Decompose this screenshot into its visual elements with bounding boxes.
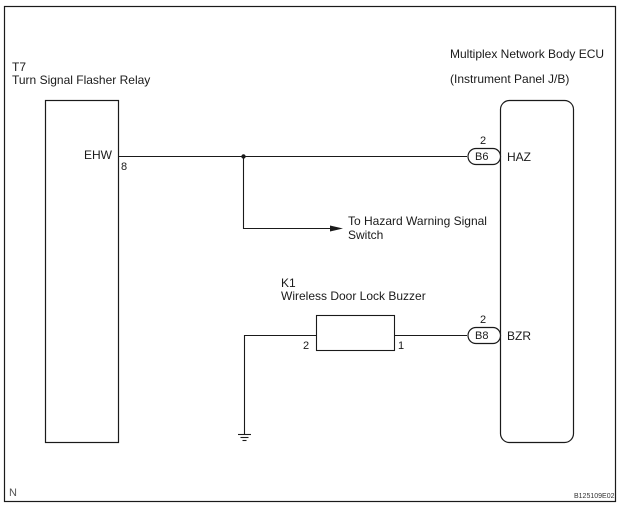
b6-connector-label: B6 bbox=[475, 151, 489, 163]
diagram-frame bbox=[3, 5, 617, 503]
bzr-terminal: BZR bbox=[507, 329, 531, 343]
b8-connector-label: B8 bbox=[475, 330, 489, 342]
wire-branch-hazard-switch bbox=[242, 156, 333, 230]
ground-icon bbox=[238, 433, 251, 442]
relay-box bbox=[44, 99, 120, 444]
branch-label-line1: To Hazard Warning Signal bbox=[348, 214, 487, 228]
connector-b6 bbox=[467, 147, 502, 166]
ecu-subtitle: (Instrument Panel J/B) bbox=[450, 72, 570, 86]
buzzer-pin-left: 2 bbox=[303, 340, 310, 352]
relay-name: Turn Signal Flasher Relay bbox=[12, 73, 151, 87]
ecu-name: Multiplex Network Body ECU bbox=[450, 47, 605, 61]
figure-id: B125109E02 bbox=[574, 493, 615, 500]
wire-buzzer-ground bbox=[243, 334, 317, 434]
buzzer-box bbox=[315, 314, 396, 352]
buzzer-name: Wireless Door Lock Buzzer bbox=[281, 289, 426, 303]
arrow-head-icon bbox=[330, 225, 343, 232]
b6-pin: 2 bbox=[480, 135, 487, 147]
connector-b8 bbox=[467, 326, 502, 345]
buzzer-code: K1 bbox=[281, 276, 296, 290]
branch-label-line2: Switch bbox=[348, 228, 384, 242]
haz-terminal: HAZ bbox=[507, 150, 531, 164]
relay-terminal-name: EHW bbox=[84, 148, 112, 162]
corner-mark: N bbox=[9, 487, 17, 499]
b8-pin: 2 bbox=[480, 314, 487, 326]
relay-code: T7 bbox=[12, 60, 27, 74]
relay-terminal-pin: 8 bbox=[121, 161, 128, 173]
ecu-box bbox=[499, 99, 575, 444]
buzzer-pin-right: 1 bbox=[398, 340, 405, 352]
